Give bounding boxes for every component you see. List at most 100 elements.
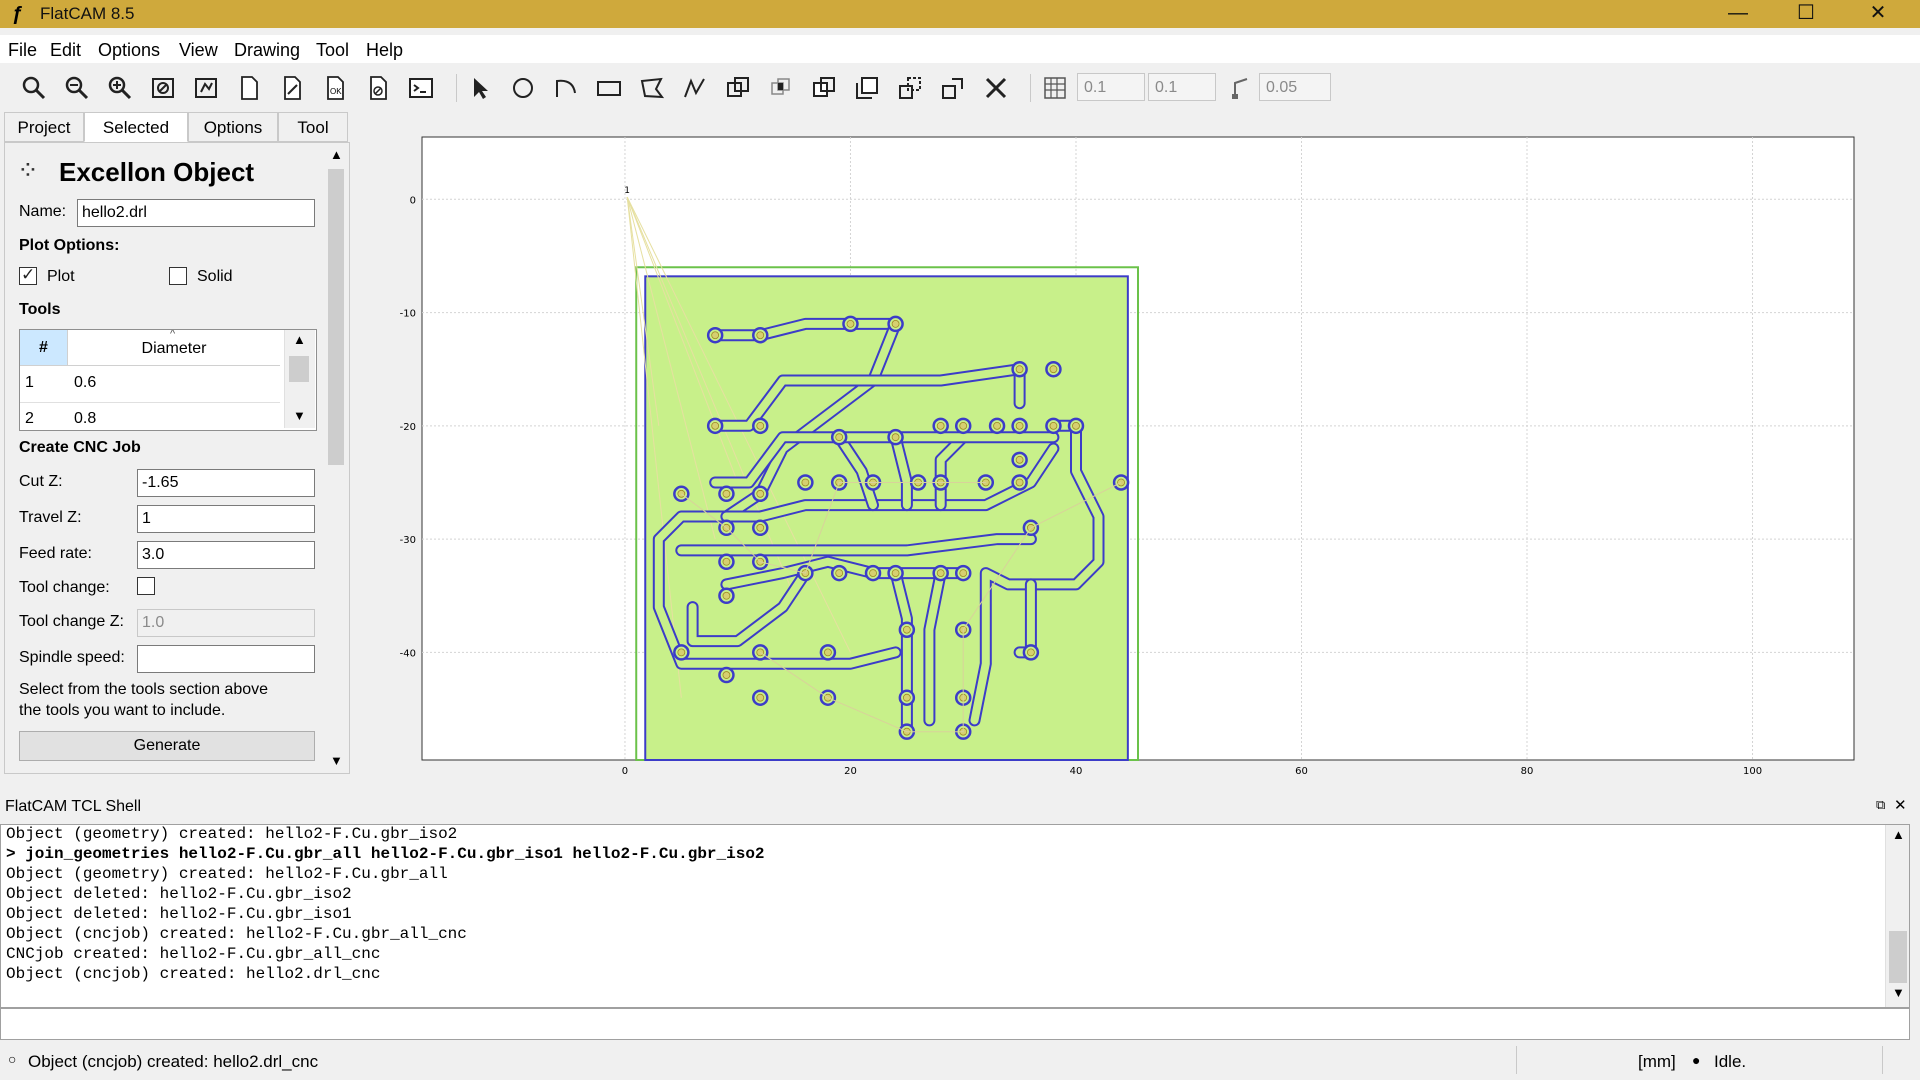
- grid-x-input[interactable]: 0.1: [1077, 73, 1145, 101]
- tool-change-z-input[interactable]: 1.0: [137, 609, 315, 637]
- table-header-num[interactable]: #: [20, 330, 68, 366]
- menu-drawing[interactable]: Drawing: [234, 40, 301, 60]
- travel-path: [626, 196, 716, 540]
- tab-tool[interactable]: Tool: [278, 112, 348, 142]
- panel-scroll-up-icon[interactable]: ▲: [330, 147, 343, 162]
- new-geometry-icon[interactable]: [233, 72, 265, 104]
- select-arrow-icon[interactable]: [464, 72, 496, 104]
- shell-scroll-down-icon[interactable]: ▼: [1892, 985, 1905, 1000]
- travel-path: [626, 196, 660, 426]
- polygon-tool-icon[interactable]: [636, 72, 668, 104]
- rotate-shape-icon[interactable]: [937, 72, 969, 104]
- y-tick-label: -30: [400, 535, 416, 546]
- edit-geometry-icon[interactable]: [276, 72, 308, 104]
- zoom-out-icon[interactable]: [61, 72, 93, 104]
- drill-hole: [891, 433, 900, 442]
- name-input[interactable]: hello2.drl: [77, 199, 315, 227]
- shell-line: Object deleted: hello2-F.Cu.gbr_iso2: [6, 885, 352, 903]
- tools-table-scrollbar[interactable]: ▲ ▼: [284, 330, 315, 428]
- trace-fill: [677, 535, 1035, 555]
- menu-help[interactable]: Help: [366, 40, 404, 60]
- menu-tool[interactable]: Tool: [316, 40, 350, 60]
- scroll-up-icon[interactable]: ▲: [293, 332, 306, 347]
- feed-rate-label: Feed rate:: [19, 545, 92, 562]
- menu-options[interactable]: Options: [98, 40, 161, 60]
- copy-shape-icon[interactable]: [851, 72, 883, 104]
- drill-hole: [756, 489, 765, 498]
- y-tick-label: -10: [400, 309, 416, 320]
- intersection-icon[interactable]: [765, 72, 797, 104]
- tool-change-checkbox[interactable]: [137, 577, 155, 595]
- maximize-button[interactable]: ☐: [1797, 2, 1815, 24]
- shell-scrollbar[interactable]: ▲ ▼: [1885, 825, 1909, 1007]
- solid-checkbox[interactable]: [169, 267, 187, 285]
- status-bar: ○ Object (cncjob) created: hello2.drl_cn…: [0, 1042, 1920, 1080]
- move-shape-icon[interactable]: [894, 72, 926, 104]
- close-shell-icon[interactable]: ✕: [1894, 797, 1907, 814]
- close-window-button[interactable]: ✕: [1869, 2, 1887, 24]
- replot-icon[interactable]: [190, 72, 222, 104]
- trace-fill: [722, 444, 1058, 521]
- tools-table[interactable]: # Diameter ^ 1 0.6 2 0.8 ▲ ▼: [19, 329, 317, 431]
- zoom-in-icon[interactable]: [104, 72, 136, 104]
- table-row[interactable]: 2 0.8: [20, 402, 280, 430]
- arc-tool-icon[interactable]: [550, 72, 582, 104]
- trace-fill: [688, 569, 810, 646]
- plot-checkbox[interactable]: [19, 265, 37, 285]
- delete-shape-icon[interactable]: [980, 72, 1012, 104]
- panel-scroll-down-icon[interactable]: ▼: [330, 753, 343, 768]
- x-tick-label: 20: [844, 766, 857, 777]
- scroll-down-icon[interactable]: ▼: [293, 408, 306, 423]
- drill-hole: [756, 331, 765, 340]
- shell-line: Object (cncjob) created: hello2-F.Cu.gbr…: [6, 925, 467, 943]
- subtraction-icon[interactable]: [808, 72, 840, 104]
- grid-y-input[interactable]: 0.1: [1148, 73, 1216, 101]
- circle-tool-icon[interactable]: [507, 72, 539, 104]
- drill-hole: [722, 489, 731, 498]
- shell-icon[interactable]: [405, 72, 437, 104]
- union-icon[interactable]: [722, 72, 754, 104]
- minimize-button[interactable]: —: [1728, 2, 1748, 24]
- drill-hole: [711, 421, 720, 430]
- path-tool-icon[interactable]: [679, 72, 711, 104]
- drill-hole: [722, 591, 731, 600]
- tab-selected[interactable]: Selected: [84, 112, 188, 142]
- menu-edit[interactable]: Edit: [50, 40, 82, 60]
- shell-output[interactable]: Object (geometry) created: hello2-F.Cu.g…: [0, 824, 1910, 1008]
- drill-hole: [722, 557, 731, 566]
- shell-command-input[interactable]: [0, 1008, 1910, 1040]
- clear-plot-icon[interactable]: [147, 72, 179, 104]
- rectangle-tool-icon[interactable]: [593, 72, 625, 104]
- grid-snap-icon[interactable]: [1039, 72, 1071, 104]
- spindle-speed-input[interactable]: [137, 645, 315, 673]
- feed-rate-input[interactable]: 3.0: [137, 541, 315, 569]
- menu-view[interactable]: View: [179, 40, 218, 60]
- menu-file[interactable]: File: [8, 40, 38, 60]
- plot-label: Plot: [47, 268, 75, 285]
- shell-scroll-up-icon[interactable]: ▲: [1892, 827, 1905, 842]
- cut-z-label: Cut Z:: [19, 473, 63, 490]
- name-label: Name:: [19, 203, 67, 220]
- tab-options[interactable]: Options: [188, 112, 278, 142]
- shell-line: > join_geometries hello2-F.Cu.gbr_all he…: [6, 845, 765, 863]
- window-title: FlatCAM 8.5: [40, 4, 135, 23]
- table-row[interactable]: 1 0.6: [20, 366, 280, 403]
- delete-object-icon[interactable]: [362, 72, 394, 104]
- corner-snap-icon[interactable]: [1224, 72, 1256, 104]
- drill-hole: [936, 569, 945, 578]
- cut-z-input[interactable]: -1.65: [137, 469, 315, 497]
- tab-project[interactable]: Project: [4, 112, 84, 142]
- panel-scrollbar[interactable]: ▲ ▼: [323, 143, 349, 773]
- travel-z-input[interactable]: 1: [137, 505, 315, 533]
- tool-change-z-label: Tool change Z:: [19, 613, 124, 630]
- status-info-icon: ○: [8, 1051, 17, 1067]
- drill-hole: [993, 421, 1001, 430]
- snap-max-input[interactable]: 0.05: [1259, 73, 1331, 101]
- table-header-diameter[interactable]: Diameter: [68, 330, 280, 366]
- update-geometry-icon[interactable]: OK: [319, 72, 351, 104]
- zoom-fit-icon[interactable]: [18, 72, 50, 104]
- float-icon[interactable]: ⧉: [1876, 797, 1886, 812]
- generate-button[interactable]: Generate: [19, 731, 315, 761]
